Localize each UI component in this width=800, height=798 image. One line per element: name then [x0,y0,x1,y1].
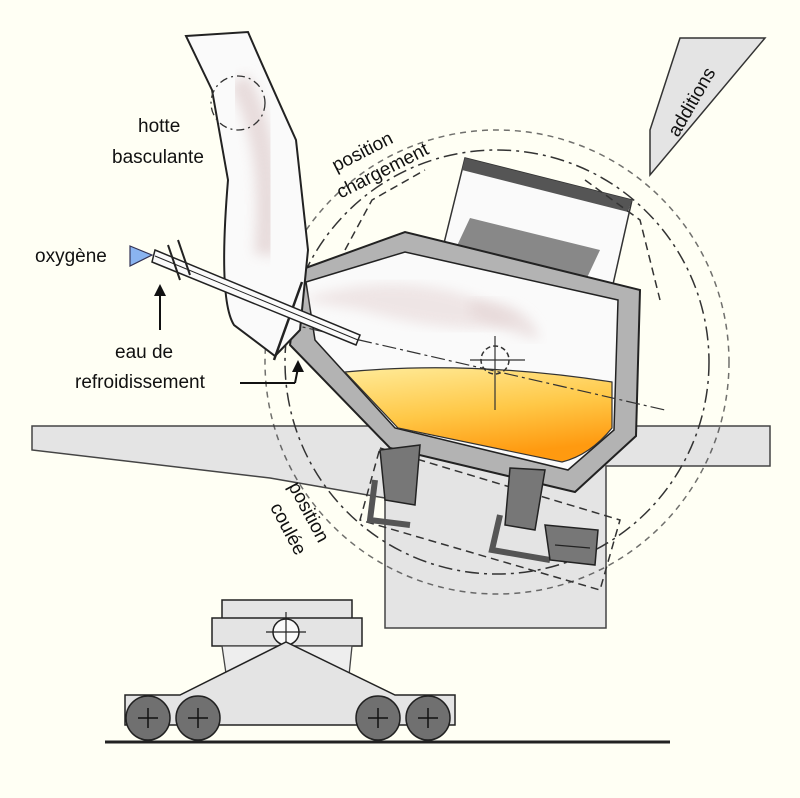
additions-chute [649,37,767,178]
cooling-water-arrows [154,284,304,384]
oxygen-inlet-icon [129,245,154,267]
charging-position-label: position chargement [329,128,433,203]
tilt-circles [264,129,730,595]
pouring-position-outline [359,447,621,591]
converter-vessel [284,230,666,494]
cooling-label-line2: refroidissement [75,372,206,393]
trunnion-frame [366,444,599,566]
hood-label-line1: hotte [138,116,180,137]
ladle-car [105,599,670,744]
pouring-position-label: position coulée [265,478,333,558]
cooling-label-line1: eau de [115,342,173,363]
oxygen-lance [151,239,361,346]
tilting-hood [184,30,310,361]
oxygen-label: oxygène [35,246,107,267]
molten-steel [343,367,613,463]
hood-label-line2: basculante [112,147,204,168]
